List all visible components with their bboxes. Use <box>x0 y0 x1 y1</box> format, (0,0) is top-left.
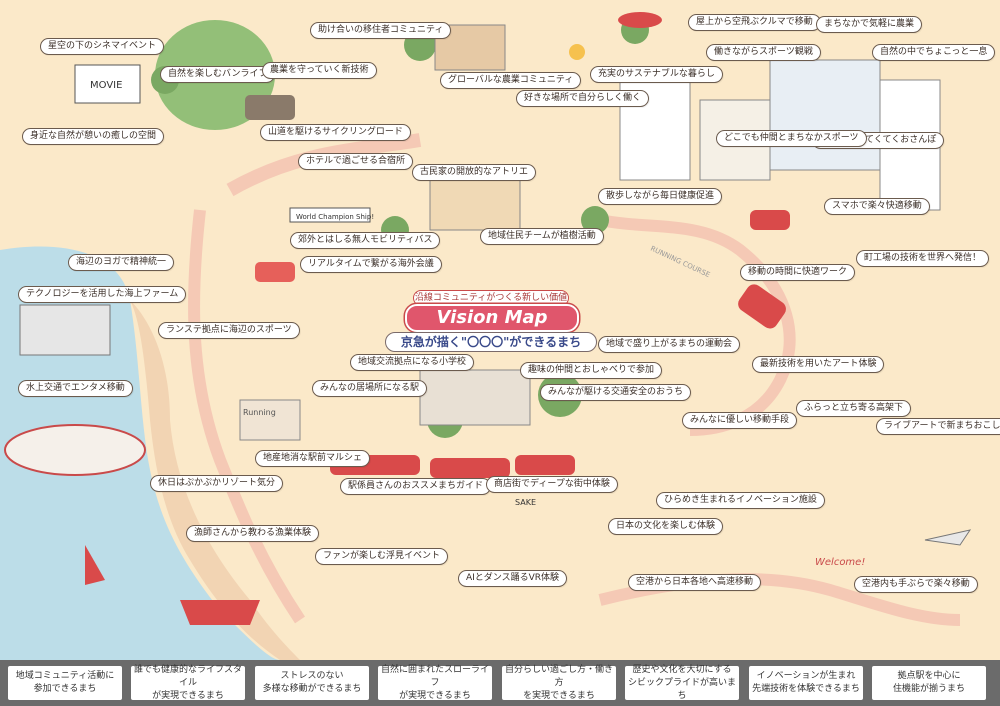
bubble-fan-event: ファンが楽しむ浮見イベント <box>315 548 449 565</box>
bubble-global-agri: グローバルな農業コミュニティ <box>440 72 582 89</box>
bubble-nature-break: 自然の中でちょこっと一息 <box>872 44 996 61</box>
bubble-tree-planting: 地域住民チームが植樹活動 <box>480 228 604 245</box>
bubble-mobility-bus: 郊外とはしる無人モビリティバス <box>290 232 441 249</box>
train-car <box>515 455 575 475</box>
bubble-art-tech: 最新技術を用いたアート体験 <box>752 356 885 373</box>
bubble-school: 地域交流拠点になる小学校 <box>350 354 475 371</box>
running-sign: Running <box>243 408 276 417</box>
theme-innovation: イノベーションが生まれ先端技術を体験できるまち <box>749 666 863 700</box>
bubble-town-guide: 駅係員さんのおススメまちガイド <box>340 478 492 495</box>
bus <box>255 262 295 282</box>
bubble-sea-farm: テクノロジーを活用した海上ファーム <box>18 286 187 303</box>
bubble-flying-car: 屋上から空飛ぶクルマで移動 <box>688 14 821 31</box>
bubble-viaduct: ふらっと立ち寄る高架下 <box>796 400 912 417</box>
vision-map-title: 沿線コミュニティがつくる新しい価値 Vision Map 京急が描く"〇〇〇"が… <box>385 290 597 352</box>
bubble-station-place: みんなの居場所になる駅 <box>312 380 428 397</box>
bubble-overseas-meeting: リアルタイムで繋がる海外会議 <box>300 256 442 273</box>
theme-health: 誰でも健康的なライフスタイルが実現できるまち <box>131 665 245 701</box>
bubble-factory-tech: 町工場の技術を世界へ発信！ <box>856 250 990 267</box>
bubble-traffic-safety: みんなが駆ける交通安全のおうち <box>540 384 692 401</box>
bubble-innovation: ひらめき生まれるイノベーション施設 <box>656 492 825 509</box>
bubble-urban-farming: まちなかで気軽に農業 <box>816 16 923 33</box>
world-champion-sign <box>289 207 371 223</box>
bubble-smartphone: スマホで楽々快適移動 <box>824 198 930 215</box>
theme-workstyle: 自分らしい過ごし方・働き方を実現できるまち <box>502 665 616 701</box>
sea-farm <box>19 304 111 356</box>
road <box>188 209 305 624</box>
theme-civic-pride: 歴史や文化を大切にするシビックプライドが高いまち <box>625 665 739 701</box>
bubble-vr: AIとダンス踊るVR体験 <box>458 570 568 587</box>
house <box>429 179 521 231</box>
bubble-yoga: 海辺のヨガで精神統一 <box>68 254 175 271</box>
school-building <box>419 369 531 426</box>
bubble-cycling: 山道を駆けるサイクリングロード <box>260 124 411 141</box>
bubble-train-work: 移動の時間に快適ワーク <box>740 264 856 281</box>
footer-themes: 地域コミュニティ活動に参加できるまち 誰でも健康的なライフスタイルが実現できるま… <box>0 660 1000 706</box>
train-car <box>430 458 510 478</box>
bubble-hobby: 趣味の仲間とおしゃべりで参加 <box>520 362 663 379</box>
welcome-sign: Welcome! <box>815 557 865 568</box>
bubble-agri-tech: 農業を守っていく新技術 <box>262 62 377 79</box>
bubble-healing: 身近な自然が憩いの癒しの空間 <box>22 128 165 145</box>
theme-slow-life: 自然に囲まれたスローライフが実現できるまち <box>378 665 492 701</box>
bubble-beach-sports: ランステ拠点に海辺のスポーツ <box>158 322 300 339</box>
bubble-sustainable-life: 充実のサステナブルな暮らし <box>590 66 723 83</box>
title-subtitle: 京急が描く"〇〇〇"ができるまち <box>385 332 597 352</box>
world-champion-text: World Champion Ship! <box>296 213 374 221</box>
airplane <box>924 529 972 546</box>
sun <box>569 44 585 60</box>
train-car <box>750 210 790 230</box>
bubble-health: 散歩しながら毎日健康促進 <box>598 188 723 205</box>
windsurf-sail <box>85 545 105 585</box>
bubble-training-camp: ホテルで過ごせる合宿所 <box>298 153 414 170</box>
bubble-airport-rapid: 空港から日本各地へ高速移動 <box>628 574 762 591</box>
bubble-migrant-community: 助け合いの移住者コミュニティ <box>310 22 452 39</box>
theme-hub-station: 拠点駅を中心に住機能が揃うまち <box>872 666 986 700</box>
movie-sign: MOVIE <box>90 80 122 91</box>
tree <box>581 206 609 234</box>
bubble-town-sports: どこでも仲間とまちなかスポーツ <box>716 130 867 147</box>
bubble-fishing: 漁師さんから教わる漁業体験 <box>186 525 320 542</box>
bubble-live-art: ライブアートで新まちおこし <box>876 418 1000 435</box>
bubble-airport-handsfree: 空港内も手ぶらで楽々移動 <box>854 576 978 593</box>
station-building <box>239 399 301 441</box>
sake-sign: SAKE <box>515 498 536 507</box>
bubble-shopping-street: 商店街でディープな街中体験 <box>486 476 618 493</box>
van <box>245 95 295 120</box>
ferry-boat <box>4 424 146 476</box>
theme-mobility: ストレスのない多様な移動ができるまち <box>255 666 369 700</box>
cinema-screen <box>74 64 141 104</box>
bubble-resort: 休日はぷかぷかリゾート気分 <box>150 475 284 492</box>
bubble-marche: 地産地消な駅前マルシェ <box>255 450 371 467</box>
flying-car <box>618 12 662 28</box>
building <box>769 59 881 171</box>
bubble-vanlife: 自然を楽しむバンライフ <box>160 66 276 83</box>
bubble-atelier: 古民家の開放的なアトリエ <box>412 164 537 181</box>
bubble-remote-work: 好きな場所で自分らしく働く <box>516 90 650 107</box>
title-logo: Vision Map <box>405 304 579 332</box>
bubble-gentle-mobility: みんなに優しい移動手段 <box>682 412 798 429</box>
bubble-culture: 日本の文化を楽しむ体験 <box>608 518 724 535</box>
bubble-sports-watching: 働きながらスポーツ観戦 <box>706 44 821 61</box>
theme-community: 地域コミュニティ活動に参加できるまち <box>8 666 122 700</box>
bubble-cinema: 星空の下のシネマイベント <box>40 38 165 55</box>
fishing-boat <box>180 600 260 625</box>
bubble-sports-day: 地域で盛り上がるまちの運動会 <box>598 336 741 353</box>
bubble-water-transport: 水上交通でエンタメ移動 <box>18 380 133 397</box>
train-car <box>738 284 786 329</box>
